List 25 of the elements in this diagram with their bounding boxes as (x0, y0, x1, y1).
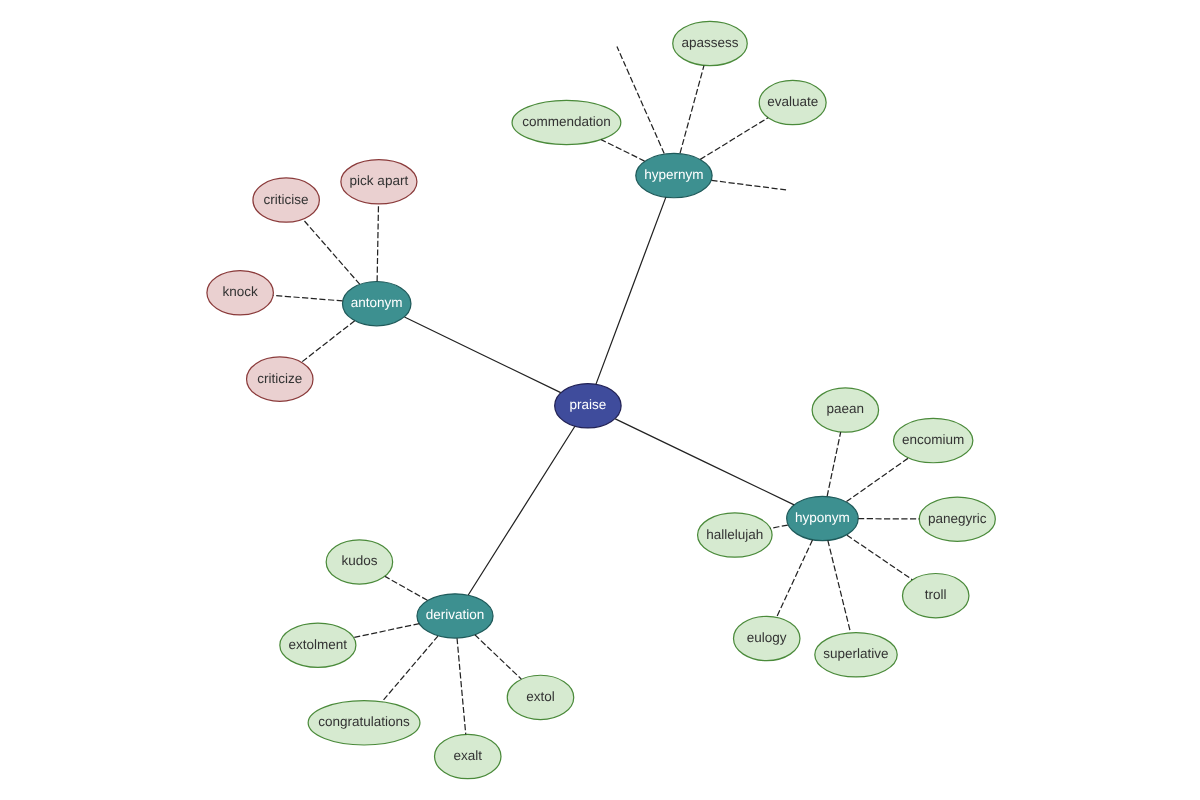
connector (383, 575, 427, 601)
connector (844, 457, 909, 503)
connector (271, 294, 343, 302)
connector (775, 539, 813, 618)
connector (615, 45, 664, 155)
connector (599, 139, 645, 162)
connector (380, 635, 438, 703)
connector (402, 316, 561, 394)
connector (594, 196, 666, 385)
connector (856, 518, 920, 520)
connector (473, 634, 521, 680)
connector (455, 637, 466, 735)
connector (845, 534, 912, 581)
connector (300, 320, 355, 363)
connector (825, 431, 841, 497)
connector (351, 622, 419, 639)
connector (613, 418, 794, 506)
connector (826, 539, 851, 634)
connector (375, 203, 379, 282)
connector (698, 117, 768, 160)
connector (678, 64, 704, 154)
connector (709, 179, 786, 191)
connector (768, 524, 788, 529)
connector (301, 218, 360, 285)
connector (466, 425, 575, 596)
